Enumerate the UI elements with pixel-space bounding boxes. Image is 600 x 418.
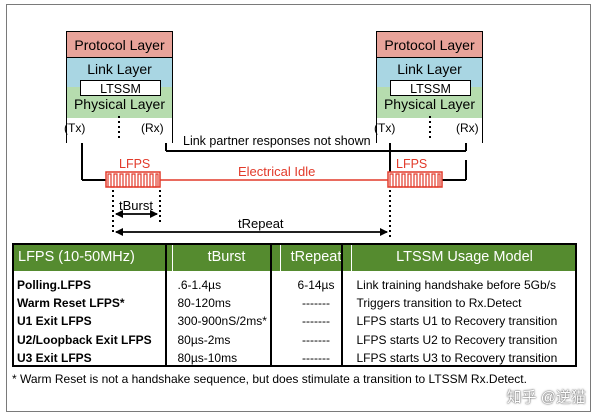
header-usage: LTSSM Usage Model [351, 243, 577, 271]
list-item: U2/Loopback Exit LFPS [17, 332, 152, 347]
column-divider [270, 245, 272, 365]
trepeat-label: tRepeat [238, 216, 284, 231]
lfps-label-left: LFPS [119, 157, 151, 171]
list-item: Warm Reset LFPS* [17, 296, 125, 311]
protocol-layer-box: Protocol Layer [377, 32, 482, 58]
tx-label: (Tx) [64, 121, 86, 135]
watermark: 知乎 @逆猫 [506, 389, 586, 406]
header-tburst: tBurst [172, 243, 281, 271]
lfps-label-right: LFPS [396, 157, 428, 171]
table-body-row: Polling.LFPS Warm Reset LFPS* U1 Exit LF… [12, 271, 577, 370]
outer-frame [6, 4, 591, 412]
column-divider [165, 245, 167, 365]
list-item: LFPS starts U2 to Recovery transition [356, 332, 558, 347]
usage-column: Link training handshake before 5Gb/s Tri… [351, 271, 577, 370]
list-item: ------- [302, 314, 330, 329]
link-layer-label: Link Layer [87, 61, 152, 77]
list-item: Triggers transition to Rx.Detect [356, 296, 522, 311]
list-item: U1 Exit LFPS [17, 314, 92, 329]
ltssm-box: LTSSM [80, 80, 161, 96]
ltssm-box: LTSSM [390, 80, 471, 96]
tburst-label: tBurst [119, 198, 153, 213]
link-layer-label: Link Layer [397, 61, 462, 77]
rx-label: (Rx) [456, 121, 479, 135]
list-item: 300-900nS/2ms* [177, 314, 267, 329]
tburst-column: .6-1.4µs 80-120ms 300-900nS/2ms* 80µs-2m… [172, 271, 281, 370]
list-item: .6-1.4µs [177, 278, 222, 292]
list-item: Link training handshake before 5Gb/s [356, 278, 556, 292]
list-item: U3 Exit LFPS [17, 350, 92, 365]
protocol-layer-box: Protocol Layer [67, 32, 172, 58]
partner-response-note: Link partner responses not shown [183, 134, 371, 148]
list-item: LFPS starts U3 to Recovery transition [356, 350, 558, 365]
list-item: 6-14µs [297, 278, 335, 292]
electrical-idle-label: Electrical Idle [238, 164, 316, 179]
physical-layer-label: Physical Layer [73, 96, 166, 112]
column-divider [341, 245, 343, 365]
list-item: ------- [302, 296, 330, 311]
list-item: 80-120ms [177, 296, 231, 311]
lfps-burst-right [387, 171, 443, 188]
lfps-burst-left [105, 171, 161, 188]
rx-label: (Rx) [141, 121, 164, 135]
lfps-column: Polling.LFPS Warm Reset LFPS* U1 Exit LF… [12, 271, 173, 370]
right-protocol-stack: Protocol Layer Link Layer LTSSM Physical… [374, 31, 483, 144]
table-header-row: LFPS (10-50MHz) tBurst tRepeat LTSSM Usa… [12, 243, 577, 271]
list-item: ------- [302, 350, 330, 365]
tx-label: (Tx) [374, 121, 396, 135]
list-item: LFPS starts U1 to Recovery transition [356, 314, 558, 329]
list-item: ------- [302, 332, 330, 347]
header-trepeat: tRepeat [280, 243, 352, 271]
trepeat-column: 6-14µs ------- ------- ------- ------- [280, 271, 352, 370]
list-item: 80µs-2ms [177, 332, 231, 347]
header-lfps: LFPS (10-50MHz) [12, 243, 173, 271]
list-item: 80µs-10ms [177, 350, 238, 365]
footnote: * Warm Reset is not a handshake sequence… [12, 372, 527, 386]
lfps-timing-table: LFPS (10-50MHz) tBurst tRepeat LTSSM Usa… [12, 243, 577, 370]
list-item: Polling.LFPS [17, 278, 91, 292]
physical-layer-label: Physical Layer [383, 96, 476, 112]
